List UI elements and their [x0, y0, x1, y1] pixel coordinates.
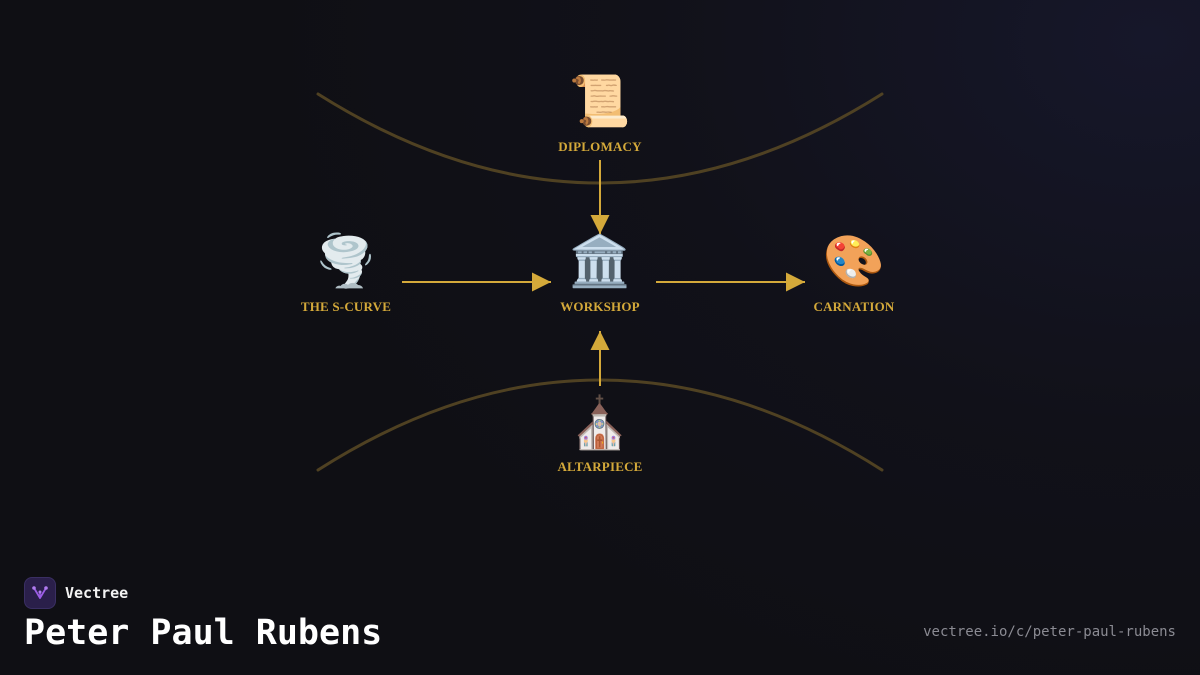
- node-carnation[interactable]: 🎨 CARNATION: [813, 231, 894, 314]
- scroll-icon: 📜: [569, 72, 631, 130]
- node-the-s-curve[interactable]: 🌪️ THE S-CURVE: [301, 231, 391, 314]
- tornado-icon: 🌪️: [315, 231, 377, 291]
- church-icon: ⛪: [569, 393, 631, 452]
- page-url[interactable]: vectree.io/c/peter-paul-rubens: [923, 624, 1176, 640]
- node-label-altarpiece: ALTARPIECE: [557, 459, 642, 474]
- vectree-logo-icon: [24, 577, 56, 609]
- node-workshop[interactable]: 🏛️ WORKSHOP: [560, 232, 640, 314]
- node-label-the-s-curve: THE S-CURVE: [301, 299, 391, 314]
- node-diplomacy[interactable]: 📜 DIPLOMACY: [558, 72, 642, 154]
- page-title: Peter Paul Rubens: [24, 613, 383, 653]
- classical-building-icon: 🏛️: [569, 232, 631, 290]
- brand-name: Vectree: [65, 584, 129, 602]
- node-label-workshop: WORKSHOP: [560, 299, 640, 314]
- node-altarpiece[interactable]: ⛪ ALTARPIECE: [557, 393, 642, 474]
- node-label-diplomacy: DIPLOMACY: [558, 139, 642, 154]
- node-label-carnation: CARNATION: [813, 299, 894, 314]
- brand[interactable]: Vectree: [24, 577, 128, 609]
- artist-palette-icon: 🎨: [823, 231, 885, 290]
